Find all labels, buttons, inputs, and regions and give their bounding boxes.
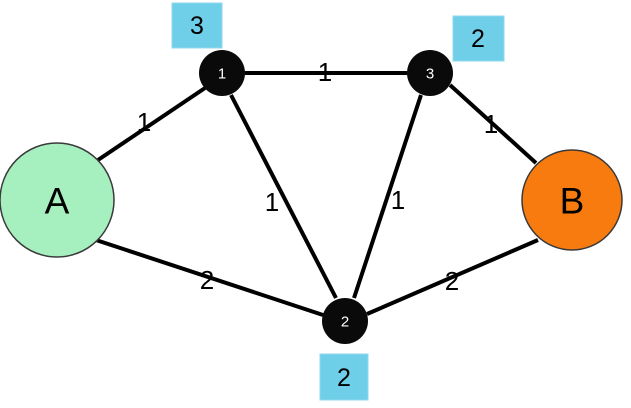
tag-n2-box[interactable] — [319, 353, 369, 401]
tag-n3-text: 2 — [471, 25, 485, 53]
node-n3-label: 3 — [426, 66, 434, 83]
edge-weights-layer: 1 1 1 1 1 2 2 — [137, 57, 498, 296]
tag-n2[interactable]: 2 — [319, 353, 369, 401]
edge-weight-n3-B: 1 — [484, 109, 498, 139]
node-n1[interactable]: 1 — [199, 50, 245, 96]
node-A-circle[interactable] — [0, 142, 115, 258]
tag-n1-box[interactable] — [171, 2, 223, 49]
edge-weight-n3-n2: 1 — [391, 185, 405, 215]
node-B[interactable]: B — [521, 149, 623, 251]
edge-weight-n1-n2: 1 — [265, 187, 279, 217]
edge-n3-B — [448, 83, 538, 165]
edge-weight-n2-B: 2 — [445, 266, 459, 296]
node-n2[interactable]: 2 — [322, 298, 368, 344]
edge-n1-n2 — [229, 94, 338, 299]
edge-n3-n2 — [352, 94, 423, 299]
tag-n1-text: 3 — [190, 12, 204, 40]
node-n1-label: 1 — [218, 66, 226, 83]
edge-A-n2 — [95, 238, 324, 317]
tag-n3[interactable]: 2 — [452, 15, 505, 62]
node-A[interactable]: A — [0, 142, 115, 258]
tag-n1[interactable]: 3 — [171, 2, 223, 49]
node-B-circle[interactable] — [521, 149, 623, 251]
edge-weight-n1-n3: 1 — [318, 57, 332, 87]
edge-weight-A-n1: 1 — [137, 107, 151, 137]
tag-n3-box[interactable] — [452, 15, 505, 62]
node-A-label: A — [45, 181, 70, 222]
node-n1-circle[interactable] — [199, 50, 245, 96]
edge-A-n1 — [96, 86, 207, 162]
node-n3-circle[interactable] — [407, 50, 453, 96]
edges-layer — [95, 71, 539, 317]
node-B-label: B — [560, 181, 585, 222]
node-n2-circle[interactable] — [322, 298, 368, 344]
edge-n2-B — [366, 238, 539, 316]
edge-weight-A-n2: 2 — [200, 265, 214, 295]
node-n2-label: 2 — [341, 314, 349, 331]
node-n3[interactable]: 3 — [407, 50, 453, 96]
tag-n2-text: 2 — [337, 364, 351, 392]
